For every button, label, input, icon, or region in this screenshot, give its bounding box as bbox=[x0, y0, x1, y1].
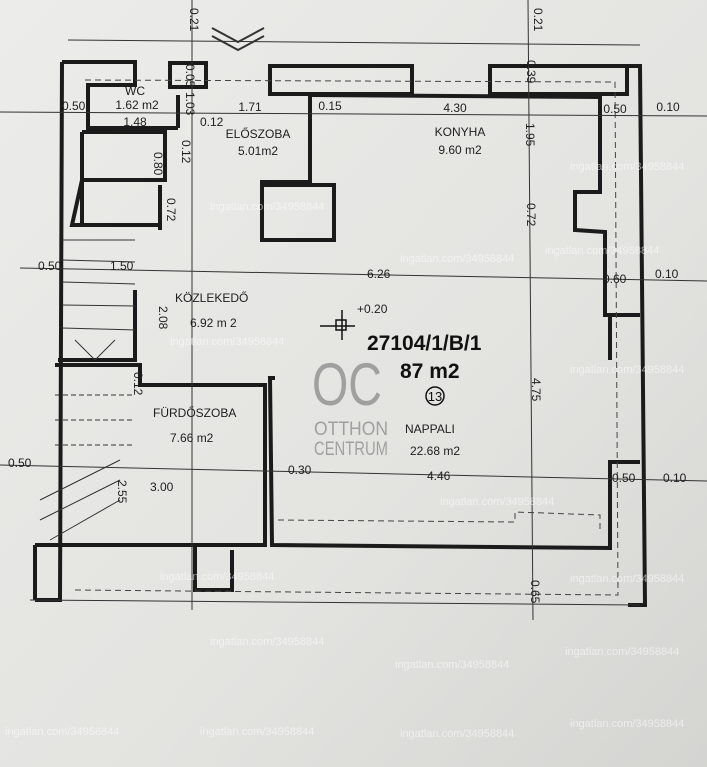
svg-text:0.50: 0.50 bbox=[62, 99, 86, 113]
svg-text:3.00: 3.00 bbox=[150, 480, 174, 494]
svg-text:ingatlan.com/34958844: ingatlan.com/34958844 bbox=[545, 245, 659, 257]
room-area-eloszoba: 5.01m2 bbox=[238, 144, 278, 158]
otthon-centrum-logo: OC OTTHON CENTRUM bbox=[312, 351, 388, 460]
svg-text:4.46: 4.46 bbox=[427, 469, 451, 483]
svg-text:0.60: 0.60 bbox=[603, 272, 627, 286]
svg-text:0.21: 0.21 bbox=[531, 8, 545, 32]
svg-text:ingatlan.com/34958844: ingatlan.com/34958844 bbox=[570, 161, 684, 173]
level-mark: +0.20 bbox=[357, 302, 388, 316]
svg-text:0.50: 0.50 bbox=[8, 456, 32, 470]
svg-text:0.39: 0.39 bbox=[524, 60, 538, 84]
unit-number: 13 bbox=[428, 389, 442, 404]
svg-text:0.12: 0.12 bbox=[131, 372, 145, 396]
room-area-konyha: 9.60 m2 bbox=[438, 143, 482, 157]
svg-text:ingatlan.com/34958844: ingatlan.com/34958844 bbox=[570, 364, 684, 376]
svg-text:0.80: 0.80 bbox=[151, 152, 165, 176]
level-marker-icon bbox=[320, 310, 355, 340]
svg-text:ingatlan.com/34958844: ingatlan.com/34958844 bbox=[570, 718, 684, 730]
svg-text:OC: OC bbox=[312, 351, 382, 418]
svg-text:0.12: 0.12 bbox=[179, 140, 193, 164]
room-name-kozlekedo: KÖZLEKEDŐ bbox=[175, 290, 248, 305]
room-name-konyha: KONYHA bbox=[435, 125, 486, 139]
svg-text:ingatlan.com/34958844: ingatlan.com/34958844 bbox=[395, 659, 509, 671]
svg-text:1.03: 1.03 bbox=[183, 92, 197, 116]
svg-text:ingatlan.com/34958844: ingatlan.com/34958844 bbox=[210, 201, 324, 213]
room-area-nappali: 22.68 m2 bbox=[410, 444, 460, 458]
walls bbox=[29, 39, 648, 607]
svg-text:2.08: 2.08 bbox=[156, 306, 170, 330]
svg-text:ingatlan.com/34958844: ingatlan.com/34958844 bbox=[400, 253, 514, 265]
svg-text:ingatlan.com/34958844: ingatlan.com/34958844 bbox=[170, 336, 284, 348]
listing-watermarks: ingatlan.com/34958844 ingatlan.com/34958… bbox=[5, 161, 684, 740]
svg-text:0.10: 0.10 bbox=[663, 471, 687, 485]
svg-text:6.26: 6.26 bbox=[367, 267, 391, 281]
svg-text:2.55: 2.55 bbox=[115, 480, 129, 504]
svg-text:0.10: 0.10 bbox=[655, 267, 679, 281]
staircase bbox=[39, 239, 136, 541]
svg-text:0.30: 0.30 bbox=[288, 463, 312, 477]
svg-text:0.72: 0.72 bbox=[524, 203, 538, 227]
total-area: 87 m2 bbox=[400, 360, 460, 383]
svg-text:OTTHON: OTTHON bbox=[314, 419, 388, 440]
svg-text:ingatlan.com/34958844: ingatlan.com/34958844 bbox=[200, 726, 314, 738]
dimension-lines bbox=[0, 0, 707, 621]
svg-text:ingatlan.com/34958844: ingatlan.com/34958844 bbox=[440, 496, 554, 508]
room-labels: WC 1.62 m2 ELŐSZOBA 5.01m2 KONYHA 9.60 m… bbox=[115, 84, 485, 458]
svg-text:0.50: 0.50 bbox=[38, 259, 62, 273]
svg-text:0.15: 0.15 bbox=[318, 99, 342, 113]
room-area-kozlekedo: 6.92 m 2 bbox=[190, 316, 237, 330]
svg-text:4.75: 4.75 bbox=[529, 378, 543, 402]
svg-text:1.95: 1.95 bbox=[523, 123, 537, 147]
svg-text:4.30: 4.30 bbox=[443, 101, 467, 115]
svg-text:0.10: 0.10 bbox=[656, 100, 680, 114]
room-area-wc: 1.62 m2 bbox=[115, 98, 159, 112]
dimension-labels: 0.21 0.21 0.05 1.03 0.12 0.12 0.80 0.72 … bbox=[8, 8, 687, 604]
room-name-nappali: NAPPALI bbox=[405, 422, 455, 436]
svg-text:ingatlan.com/34958844: ingatlan.com/34958844 bbox=[210, 636, 324, 648]
svg-text:ingatlan.com/34958844: ingatlan.com/34958844 bbox=[570, 573, 684, 585]
svg-text:ingatlan.com/34958844: ingatlan.com/34958844 bbox=[5, 726, 119, 738]
svg-text:CENTRUM: CENTRUM bbox=[314, 439, 388, 460]
svg-text:0.12: 0.12 bbox=[200, 115, 224, 129]
svg-text:ingatlan.com/34958844: ingatlan.com/34958844 bbox=[400, 728, 514, 740]
svg-text:0.50: 0.50 bbox=[612, 471, 636, 485]
unit-number-circle bbox=[425, 386, 445, 406]
svg-text:1.50: 1.50 bbox=[110, 259, 134, 273]
svg-text:ingatlan.com/34958844: ingatlan.com/34958844 bbox=[160, 571, 274, 583]
svg-text:0.72: 0.72 bbox=[164, 198, 178, 222]
svg-text:0.65: 0.65 bbox=[528, 580, 542, 604]
svg-text:0.50: 0.50 bbox=[603, 102, 627, 116]
room-name-furdoszoba: FÜRDŐSZOBA bbox=[153, 405, 236, 420]
parcel-id: 27104/1/B/1 bbox=[367, 332, 482, 355]
room-name-wc: WC bbox=[125, 84, 145, 98]
room-area-furdoszoba: 7.66 m2 bbox=[170, 431, 214, 445]
svg-text:1.48: 1.48 bbox=[123, 115, 147, 129]
svg-text:1.71: 1.71 bbox=[238, 100, 262, 114]
svg-text:0.21: 0.21 bbox=[187, 8, 201, 32]
room-name-eloszoba: ELŐSZOBA bbox=[226, 126, 291, 141]
svg-text:0.05: 0.05 bbox=[183, 64, 197, 88]
svg-text:ingatlan.com/34958844: ingatlan.com/34958844 bbox=[565, 646, 679, 658]
